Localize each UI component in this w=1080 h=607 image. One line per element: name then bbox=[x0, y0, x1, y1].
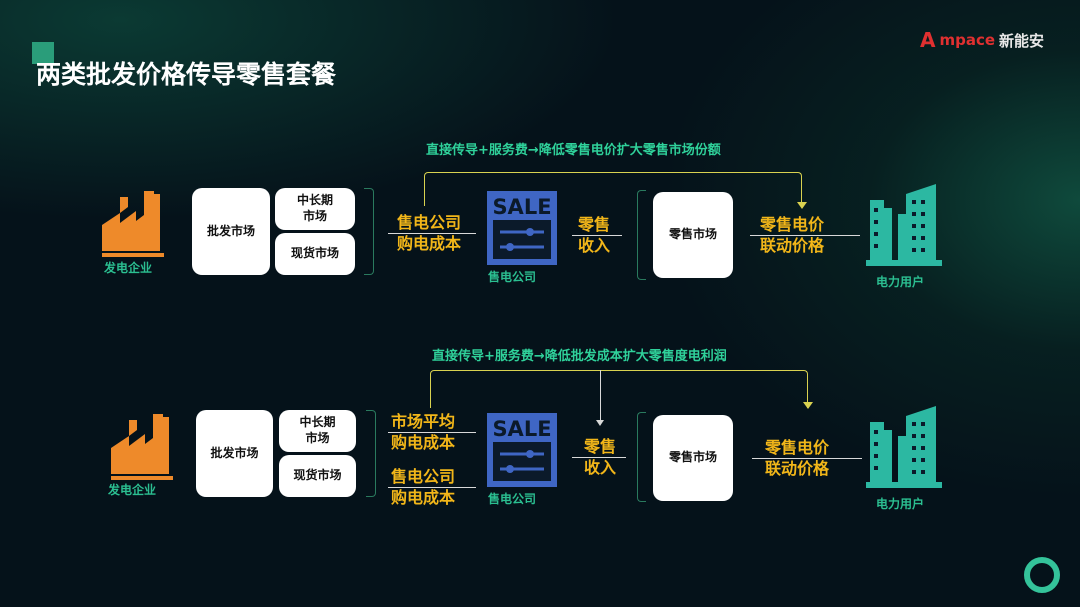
arrow-right bbox=[750, 235, 860, 236]
logo-a-icon: A bbox=[920, 28, 936, 52]
arrow-down-icon bbox=[596, 420, 604, 426]
cost-label: 售电公司 购电成本 bbox=[396, 213, 461, 253]
bracket bbox=[637, 190, 646, 280]
top-connector bbox=[430, 370, 808, 408]
factory-icon bbox=[102, 191, 164, 257]
generator-label: 发电企业 bbox=[108, 483, 157, 497]
top-connector bbox=[424, 172, 802, 206]
svg-text:SALE: SALE bbox=[492, 417, 551, 441]
arrow-down-icon bbox=[803, 402, 813, 409]
retail-market-box: 零售市场 bbox=[653, 415, 733, 501]
sale-icon: SALE bbox=[487, 191, 557, 265]
building-icon bbox=[866, 184, 942, 266]
long-term-market-box: 中长期市场 bbox=[279, 410, 356, 452]
cost-label: 售电公司 购电成本 bbox=[391, 467, 456, 507]
sale-icon: SALE bbox=[487, 413, 557, 487]
user-label: 电力用户 bbox=[876, 275, 925, 289]
building-icon bbox=[866, 406, 942, 488]
bracket bbox=[364, 188, 374, 275]
retail-market-box: 零售市场 bbox=[653, 192, 733, 278]
retail-price-label: 零售电价 联动价格 bbox=[765, 438, 830, 478]
bracket bbox=[637, 412, 646, 502]
ring-icon bbox=[1024, 557, 1060, 593]
long-term-market-box: 中长期市场 bbox=[275, 188, 355, 230]
retail-price-label: 零售电价 联动价格 bbox=[760, 215, 825, 255]
retail-income-label: 零售 收入 bbox=[584, 437, 617, 477]
arrow-right bbox=[388, 432, 476, 433]
logo-text: mpace bbox=[939, 31, 996, 49]
retail-income-label: 零售 收入 bbox=[578, 215, 611, 255]
wholesale-market-box: 批发市场 bbox=[192, 188, 270, 275]
wholesale-market-box: 批发市场 bbox=[196, 410, 273, 497]
user-label: 电力用户 bbox=[876, 497, 925, 511]
logo-cn: 新能安 bbox=[999, 31, 1045, 50]
top-note: 直接传导+服务费→降低零售电价扩大零售市场份额 bbox=[426, 143, 721, 158]
arrow-right bbox=[388, 487, 476, 488]
spot-market-box: 现货市场 bbox=[275, 233, 355, 275]
title-accent bbox=[32, 42, 54, 64]
spot-market-box: 现货市场 bbox=[279, 455, 356, 497]
arrow-left bbox=[572, 457, 626, 458]
company-label: 售电公司 bbox=[488, 270, 537, 284]
top-note: 直接传导+服务费→降低批发成本扩大零售度电利润 bbox=[432, 349, 727, 364]
arrow-right bbox=[752, 458, 862, 459]
arrow-down-icon bbox=[797, 202, 807, 209]
company-label: 售电公司 bbox=[488, 492, 537, 506]
bracket bbox=[366, 410, 376, 497]
arrow-right bbox=[388, 233, 476, 234]
avg-cost-label: 市场平均 购电成本 bbox=[391, 412, 456, 452]
svg-text:SALE: SALE bbox=[492, 195, 551, 219]
factory-icon bbox=[111, 414, 173, 480]
arrow-left bbox=[572, 235, 622, 236]
arrow-down bbox=[600, 370, 601, 422]
generator-label: 发电企业 bbox=[104, 261, 153, 275]
page-title: 两类批发价格传导零售套餐 bbox=[36, 60, 337, 89]
